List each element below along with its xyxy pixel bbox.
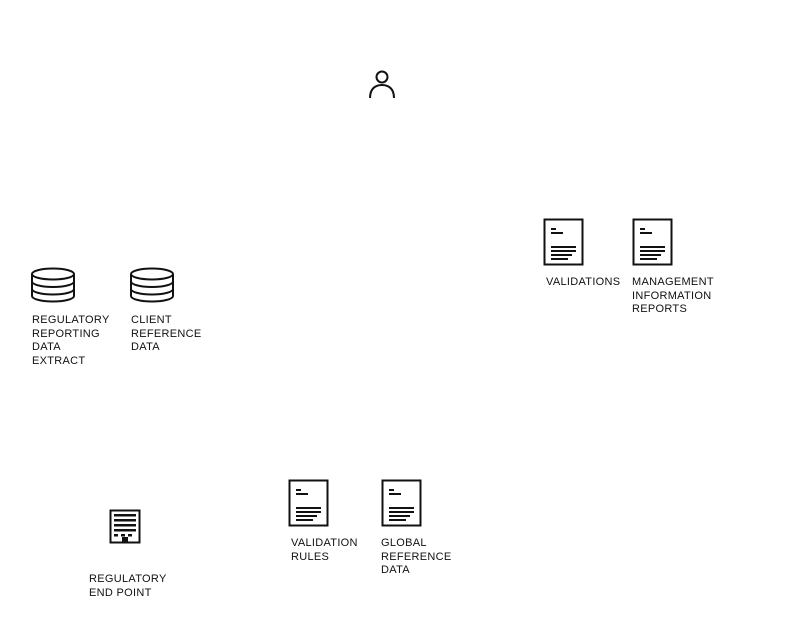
client-ref-data-label: CLIENT REFERENCE DATA [131,314,202,353]
document-icon [543,218,585,266]
database-icon [129,267,175,303]
global-ref-data-label: GLOBAL REFERENCE DATA [381,537,452,576]
regulatory-end-point-label: REGULATORY END POINT [89,573,167,599]
validation-rules-label: VALIDATION RULES [291,537,358,563]
document-icon [632,218,674,266]
user-icon [368,68,396,100]
validations-label: VALIDATIONS [546,276,621,288]
building-icon [109,509,141,545]
document-icon [288,479,330,527]
document-icon [381,479,423,527]
rr-data-extract-label: REGULATORY REPORTING DATA EXTRACT [32,314,110,367]
database-icon [30,267,76,303]
mi-reports-label: MANAGEMENT INFORMATION REPORTS [632,276,714,315]
